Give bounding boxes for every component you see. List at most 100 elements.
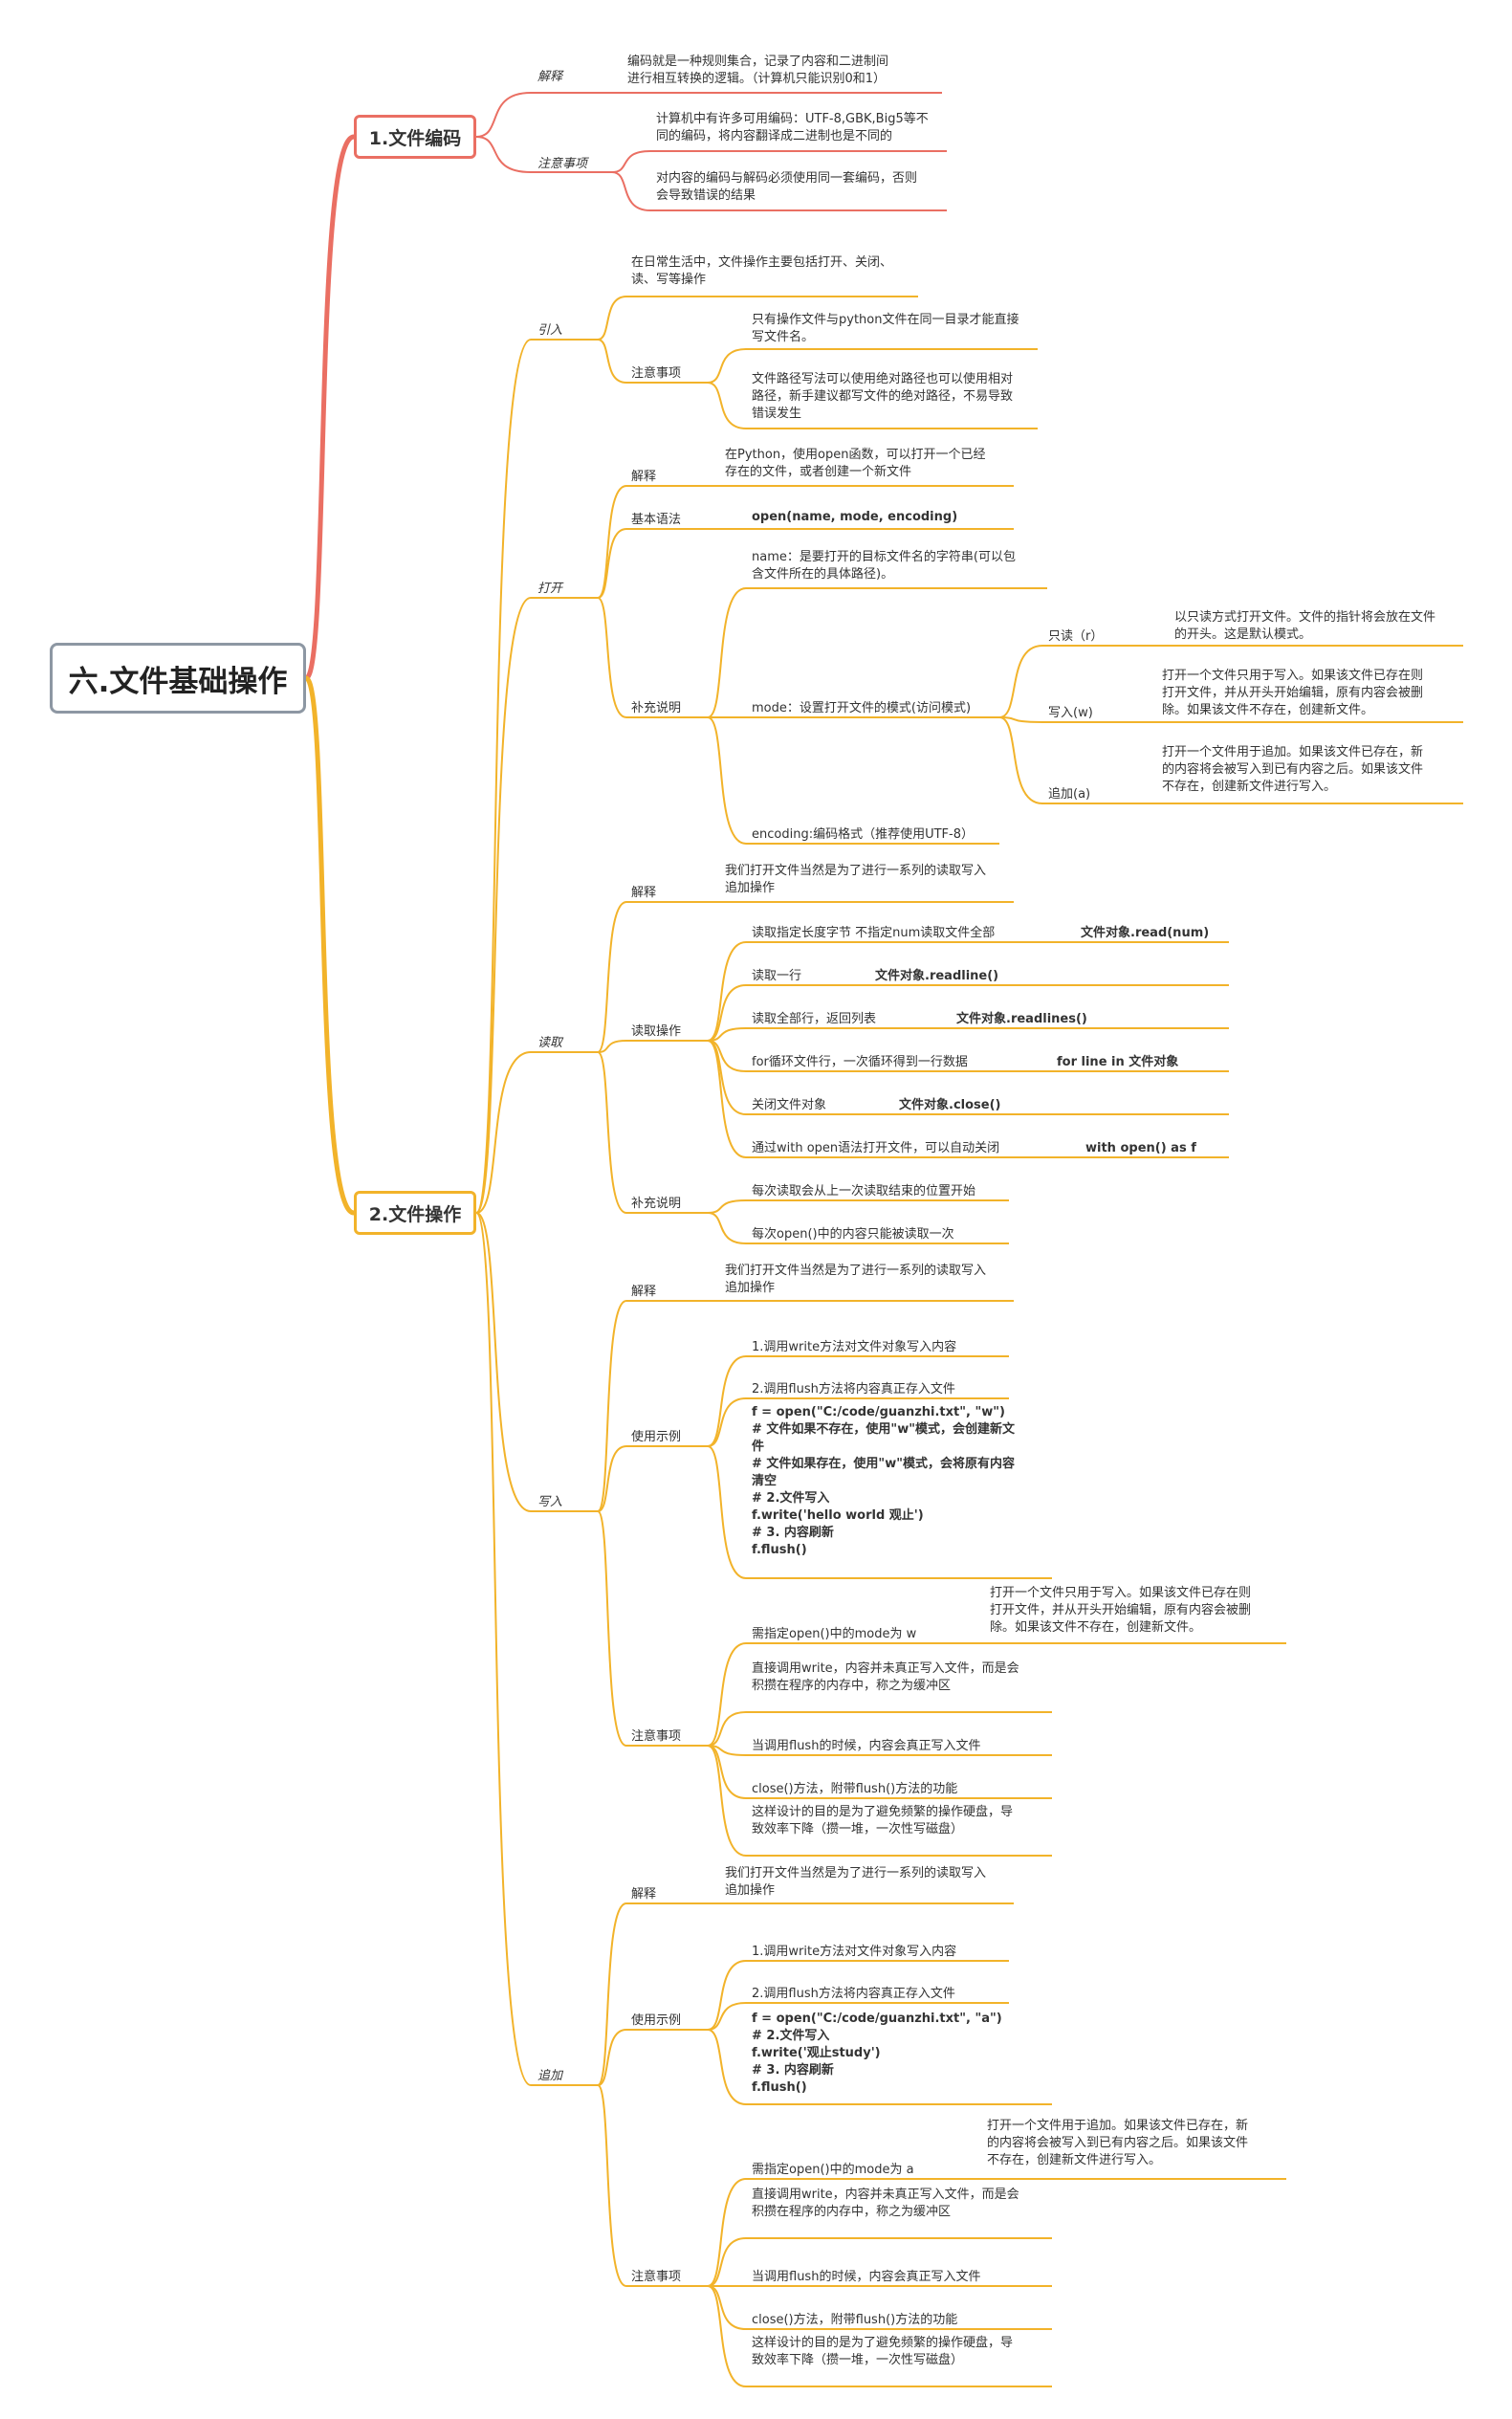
connector-curve [707,1711,747,1747]
connector-curve [597,1902,627,2086]
label-jieshi[interactable]: 解释 [631,470,657,484]
label-example[interactable]: 使用示例 [631,2013,682,2028]
section-label[interactable]: 读取 [537,1036,563,1050]
section-label[interactable]: 写入 [537,1495,563,1509]
supplement-text[interactable]: 每次open()中的内容只能被读取一次 [752,1227,954,1242]
label-supplement[interactable]: 补充说明 [631,701,682,715]
explain-text[interactable]: 我们打开文件当然是为了进行一系列的读取写入 追加操作 [725,1866,987,1898]
connector-curve [707,941,747,1042]
note-text[interactable]: 这样设计的目的是为了避免频繁的操作硬盘，导 致效率下降（攒一堆，一次性写磁盘） [752,1805,1014,1836]
read-op-code[interactable]: 文件对象.readlines() [956,1012,1087,1026]
connector-curve [707,1040,747,1115]
connector-curve [597,339,627,384]
label-zhuyi[interactable]: 注意事项 [631,1729,682,1744]
label-jieshi[interactable]: 解释 [631,886,657,900]
explain-text[interactable]: 我们打开文件当然是为了进行一系列的读取写入 追加操作 [725,1264,987,1295]
explain-text[interactable]: 我们打开文件当然是为了进行一系列的读取写入 追加操作 [725,864,987,895]
connector-curve [597,485,627,599]
mode-r-text[interactable]: 以只读方式打开文件。文件的指针将会放在文件 的开头。这是默认模式。 [1174,610,1436,642]
param-name[interactable]: name：是要打开的目标文件名的字符串(可以包 含文件所在的具体路径)。 [752,550,1016,582]
note-text[interactable]: 直接调用write，内容并未真正写入文件，而是会 积攒在程序的内存中，称之为缓冲… [752,1661,1019,1693]
connector-curve [707,1040,747,1158]
read-op-code[interactable]: for line in 文件对象 [1057,1055,1179,1069]
connector-curve [597,901,627,1053]
read-op-desc[interactable]: 读取一行 [752,969,802,983]
connector-curve [597,1445,627,1512]
connector-curve [707,984,747,1042]
note-text[interactable]: 这样设计的目的是为了避免频繁的操作硬盘，导 致效率下降（攒一堆，一次性写磁盘） [752,2336,1014,2367]
label-jieshi[interactable]: 解释 [631,1887,657,1902]
read-op-desc[interactable]: for循环文件行，一次循环得到一行数据 [752,1055,968,1069]
connector-curve [707,716,747,845]
example-code[interactable]: f = open("C:/code/guanzhi.txt", "a") # 2… [752,2012,1002,2095]
syntax-code[interactable]: open(name, mode, encoding) [752,510,958,524]
root-topic[interactable]: 六.文件基础操作 [50,643,306,714]
explain-text[interactable]: 在Python，使用open函数，可以打开一个已经 存在的文件，或者创建一个新文… [725,448,986,479]
topic-file-encoding[interactable]: 1.文件编码 [354,115,476,159]
connector-curve [475,136,532,173]
label-jieshi[interactable]: 解释 [631,1285,657,1299]
param-mode[interactable]: mode：设置打开文件的模式(访问模式) [752,701,972,715]
connector-curve [707,2002,747,2031]
connector-curve [475,1212,532,2086]
label-syntax[interactable]: 基本语法 [631,513,682,527]
mode-a-text[interactable]: 打开一个文件用于追加。如果该文件已存在，新 的内容将会被写入到已有内容之后。如果… [1162,745,1424,794]
read-op-code[interactable]: 文件对象.readline() [875,969,999,983]
label-zhuyi[interactable]: 注意事项 [631,366,682,381]
mode-w-text[interactable]: 打开一个文件只用于写入。如果该文件已存在则 打开文件，并从开头开始编辑，原有内容… [1162,669,1424,717]
connector-curve [707,1960,747,2031]
read-op-desc[interactable]: 读取全部行，返回列表 [752,1012,877,1026]
connector-curve [597,1510,627,1747]
note-text[interactable]: 只有操作文件与python文件在同一目录才能直接 写文件名。 [752,313,1019,344]
note-text[interactable]: 计算机中有许多可用编码：UTF-8,GBK,Big5等不 同的编码，将内容翻译成… [656,112,929,143]
connector-curve [707,1642,747,1747]
read-op-code[interactable]: with open() as f [1085,1141,1196,1155]
section-label[interactable]: 引入 [537,323,563,338]
label-example[interactable]: 使用示例 [631,1430,682,1444]
label-supplement[interactable]: 补充说明 [631,1197,682,1211]
supplement-text[interactable]: 每次读取会从上一次读取结束的位置开始 [752,1184,976,1199]
note-text[interactable]: 对内容的编码与解码必须使用同一套编码，否则 会导致错误的结果 [656,171,918,203]
read-op-desc[interactable]: 关闭文件对象 [752,1098,827,1112]
note-text[interactable]: 直接调用write，内容并未真正写入文件，而是会 积攒在程序的内存中，称之为缓冲… [752,2188,1019,2219]
note-text[interactable]: 当调用flush的时候，内容会真正写入文件 [752,1739,981,1753]
section-label[interactable]: 打开 [537,582,563,596]
note-text[interactable]: close()方法，附带flush()方法的功能 [752,2313,958,2327]
example-step[interactable]: 1.调用write方法对文件对象写入内容 [752,1945,957,1959]
example-step[interactable]: 2.调用flush方法将内容真正存入文件 [752,1987,955,2001]
param-encoding[interactable]: encoding:编码格式（推荐使用UTF-8） [752,827,974,842]
connector-curve [707,1199,747,1214]
read-op-desc[interactable]: 通过with open语法打开文件，可以自动关闭 [752,1141,1000,1155]
connector-curve [303,675,356,1216]
intro-text[interactable]: 在日常生活中，文件操作主要包括打开、关闭、 读、写等操作 [631,255,893,287]
mode-w-label[interactable]: 写入(w) [1048,706,1093,720]
connector-curve [707,1445,747,1579]
label-zhuyi[interactable]: 注意事项 [631,2270,682,2284]
connector-curve [597,296,627,341]
read-op-desc[interactable]: 读取指定长度字节 不指定num读取文件全部 [752,926,996,940]
read-op-code[interactable]: 文件对象.read(num) [1081,926,1210,940]
note-text[interactable]: 文件路径写法可以使用绝对路径也可以使用相对 路径，新手建议都写文件的绝对路径，不… [752,372,1014,421]
connector-curve [998,716,1043,804]
example-code[interactable]: f = open("C:/code/guanzhi.txt", "w") # 文… [752,1405,1015,1557]
note-text[interactable]: 需指定open()中的mode为 w [752,1627,917,1641]
note-text[interactable]: 需指定open()中的mode为 a [752,2163,914,2177]
connector-curve [707,2285,747,2387]
section-label[interactable]: 追加 [537,2069,563,2083]
mode-r-label[interactable]: 只读（r） [1048,629,1104,644]
example-step[interactable]: 1.调用write方法对文件对象写入内容 [752,1340,957,1354]
label-zhuyi[interactable]: 注意事项 [537,157,588,171]
mode-w-text[interactable]: 打开一个文件只用于写入。如果该文件已存在则 打开文件，并从开头开始编辑，原有内容… [990,1586,1252,1635]
topic-file-operations[interactable]: 2.文件操作 [354,1191,476,1235]
label-read-ops[interactable]: 读取操作 [631,1024,682,1039]
example-step[interactable]: 2.调用flush方法将内容真正存入文件 [752,1382,955,1396]
mode-a-text[interactable]: 打开一个文件用于追加。如果该文件已存在，新 的内容将会被写入到已有内容之后。如果… [987,2119,1249,2167]
read-op-code[interactable]: 文件对象.close() [899,1098,1001,1112]
connector-curve [597,1051,627,1214]
label-jieshi[interactable]: 解释 [537,70,563,84]
connector-curve [707,587,747,718]
mode-a-label[interactable]: 追加(a) [1048,787,1091,802]
note-text[interactable]: 当调用flush的时候，内容会真正写入文件 [752,2270,981,2284]
explain-text[interactable]: 编码就是一种规则集合，记录了内容和二进制间 进行相互转换的逻辑。（计算机只能识别… [627,55,889,86]
note-text[interactable]: close()方法，附带flush()方法的功能 [752,1782,958,1796]
